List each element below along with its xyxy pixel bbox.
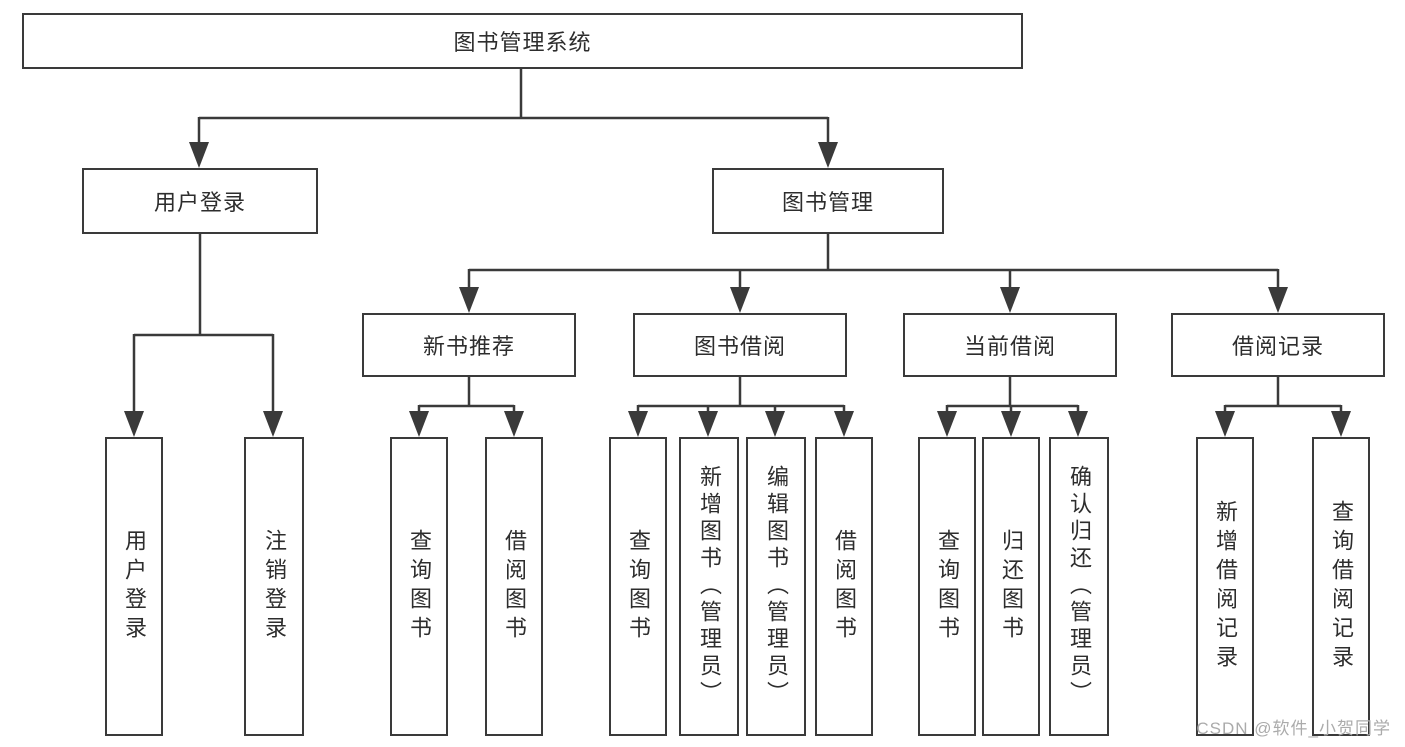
node-borrow-query-books-label: 查询图书 xyxy=(626,528,651,645)
node-borrow-add-books-admin-label: 新增图书（管理员） xyxy=(697,465,722,708)
node-current-query-books: 查询图书 xyxy=(918,437,976,736)
node-current-return-books: 归还图书 xyxy=(982,437,1040,736)
arrowhead-borrow-records xyxy=(1268,287,1288,313)
arrowhead-recommend-borrow xyxy=(504,411,524,437)
node-current-confirm-return-admin-label: 确认归还（管理员） xyxy=(1067,465,1092,708)
arrowhead-records-add xyxy=(1215,411,1235,437)
node-current-borrow: 当前借阅 xyxy=(903,313,1117,377)
connector-recommend-to-leaves xyxy=(409,377,524,437)
node-recommend-borrow-books: 借阅图书 xyxy=(485,437,543,736)
node-recommend-borrow-books-label: 借阅图书 xyxy=(502,528,527,645)
node-borrow-add-books-admin: 新增图书（管理员） xyxy=(679,437,739,736)
node-current-return-books-label: 归还图书 xyxy=(999,528,1024,645)
arrowhead-borrow-edit xyxy=(765,411,785,437)
node-current-borrow-label: 当前借阅 xyxy=(963,334,1056,359)
connector-borrow-to-leaves xyxy=(628,377,854,437)
node-book-borrow-label: 图书借阅 xyxy=(693,334,786,359)
node-records-add-record-label: 新增借阅记录 xyxy=(1213,499,1238,674)
node-root-label: 图书管理系统 xyxy=(453,30,592,55)
arrowhead-login-user xyxy=(124,411,144,437)
node-login-logout-label: 注销登录 xyxy=(262,528,287,645)
node-borrow-borrow-books: 借阅图书 xyxy=(815,437,873,736)
node-book-borrow: 图书借阅 xyxy=(633,313,847,377)
node-records-add-record: 新增借阅记录 xyxy=(1196,437,1254,736)
arrowhead-borrow-query xyxy=(628,411,648,437)
connector-root-to-level2 xyxy=(189,69,838,168)
arrowhead-borrow-borrow xyxy=(834,411,854,437)
arrowhead-borrow-add xyxy=(698,411,718,437)
arrowhead-user-login xyxy=(189,142,209,168)
node-login-user-label: 用户登录 xyxy=(122,528,147,645)
node-book-management: 图书管理 xyxy=(712,168,944,234)
node-borrow-query-books: 查询图书 xyxy=(609,437,667,736)
node-borrow-borrow-books-label: 借阅图书 xyxy=(832,528,857,645)
node-recommend-query-books-label: 查询图书 xyxy=(407,528,432,645)
node-records-query-record-label: 查询借阅记录 xyxy=(1329,499,1354,674)
node-new-book-recommend: 新书推荐 xyxy=(362,313,576,377)
node-borrow-edit-books-admin-label: 编辑图书（管理员） xyxy=(764,465,789,708)
arrowhead-current-borrow xyxy=(1000,287,1020,313)
connector-current-to-leaves xyxy=(937,377,1088,437)
arrowhead-login-logout xyxy=(263,411,283,437)
node-recommend-query-books: 查询图书 xyxy=(390,437,448,736)
arrowhead-current-confirm xyxy=(1068,411,1088,437)
node-borrow-records: 借阅记录 xyxy=(1171,313,1385,377)
arrowhead-book-management xyxy=(818,142,838,168)
arrowhead-new-book-recommend xyxy=(459,287,479,313)
arrowhead-records-query xyxy=(1331,411,1351,437)
node-login-user: 用户登录 xyxy=(105,437,163,736)
connector-user-login-to-leaves xyxy=(124,234,283,437)
node-user-login-label: 用户登录 xyxy=(153,190,246,215)
arrowhead-current-query xyxy=(937,411,957,437)
node-book-management-label: 图书管理 xyxy=(781,190,874,215)
node-login-logout: 注销登录 xyxy=(244,437,304,736)
connector-book-management-to-level3 xyxy=(459,234,1288,313)
node-user-login: 用户登录 xyxy=(82,168,318,234)
node-borrow-edit-books-admin: 编辑图书（管理员） xyxy=(746,437,806,736)
node-current-query-books-label: 查询图书 xyxy=(935,528,960,645)
arrowhead-book-borrow xyxy=(730,287,750,313)
node-records-query-record: 查询借阅记录 xyxy=(1312,437,1370,736)
arrowhead-recommend-query xyxy=(409,411,429,437)
node-root: 图书管理系统 xyxy=(22,13,1023,69)
node-new-book-recommend-label: 新书推荐 xyxy=(422,334,515,359)
node-current-confirm-return-admin: 确认归还（管理员） xyxy=(1049,437,1109,736)
node-borrow-records-label: 借阅记录 xyxy=(1231,334,1324,359)
connector-records-to-leaves xyxy=(1215,377,1351,437)
arrowhead-current-return xyxy=(1001,411,1021,437)
csdn-watermark: CSDN @软件_小贺同学 xyxy=(1196,719,1391,738)
